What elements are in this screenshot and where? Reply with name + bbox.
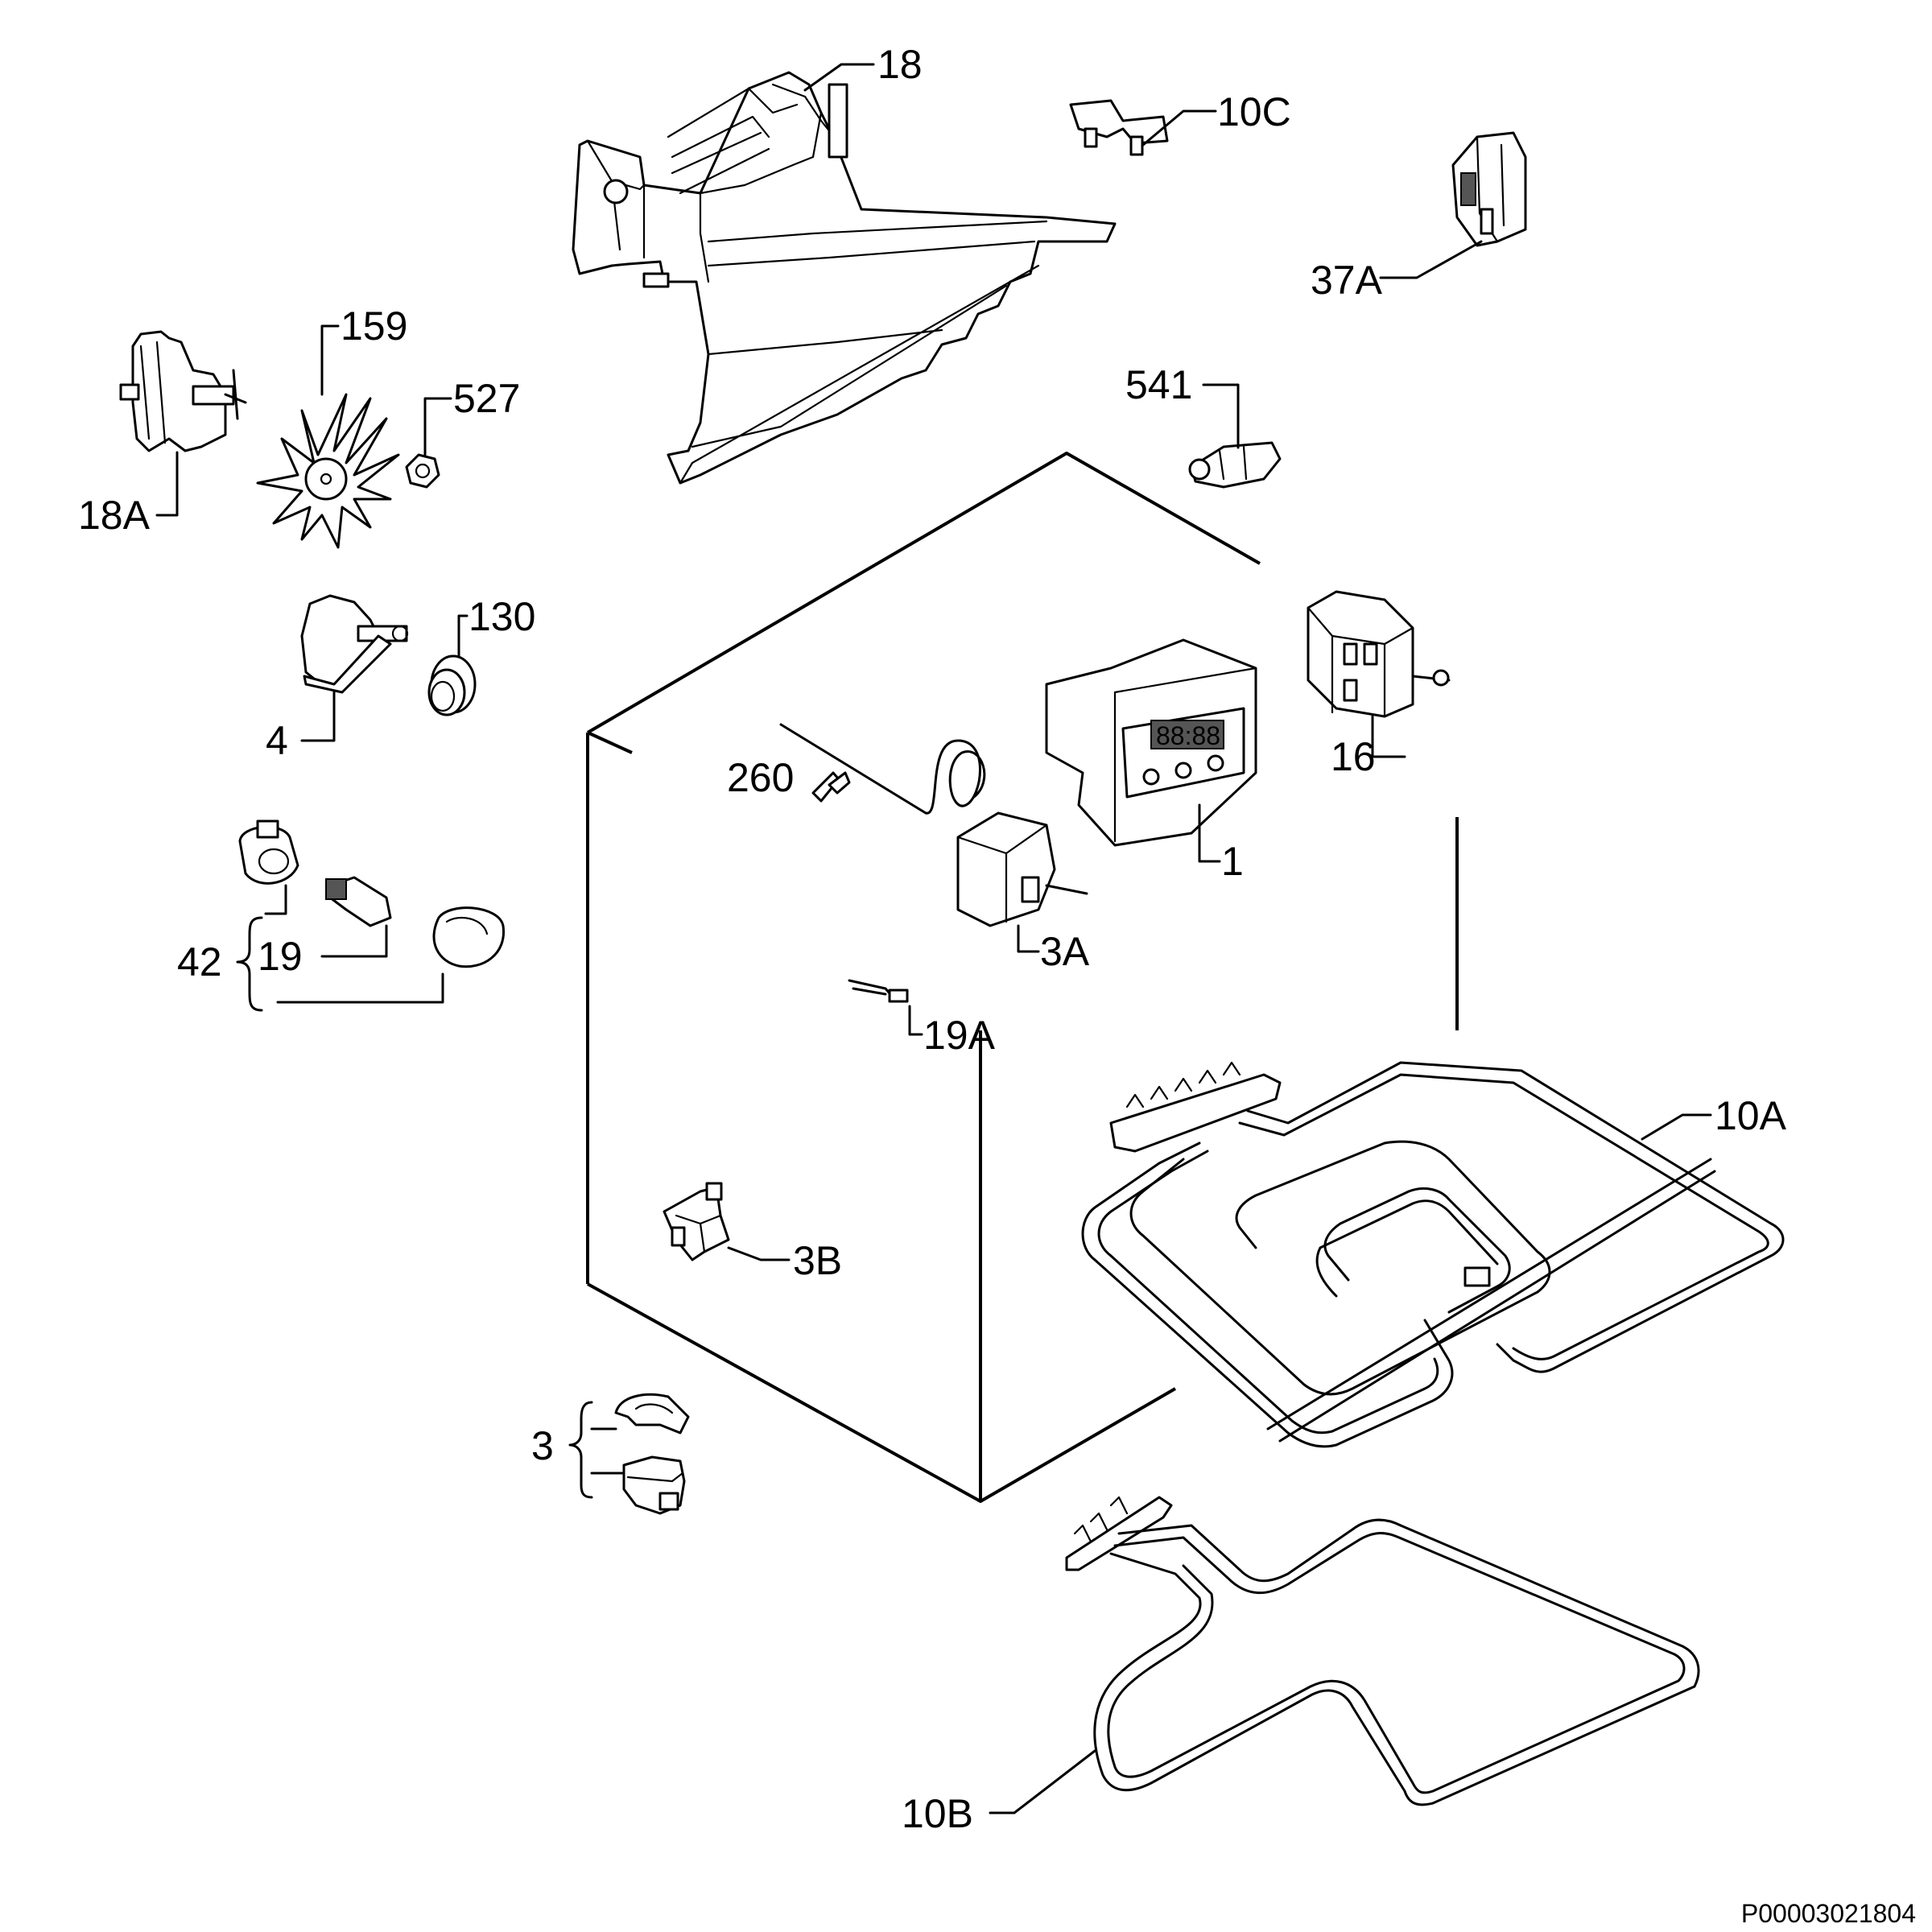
part-label-260: 260 <box>727 755 794 800</box>
part-3b-thermal-cutout: 3B <box>663 1182 842 1283</box>
part-label-541: 541 <box>1125 362 1192 407</box>
part-label-10c: 10C <box>1217 89 1291 134</box>
part-3a-thermostat: 3A <box>779 723 1090 974</box>
part-label-3: 3 <box>531 1423 554 1468</box>
oven-cavity <box>586 452 1459 1503</box>
part-label-1: 1 <box>1221 839 1244 884</box>
part-label-37a: 37A <box>1311 258 1383 303</box>
part-130-bushing: 130 <box>427 594 535 716</box>
part-527-nut: 527 <box>405 376 520 489</box>
part-159-fan-blade: 159 <box>256 303 407 549</box>
part-label-3b: 3B <box>793 1238 842 1283</box>
part-3-cutout-assembly: 3 <box>531 1393 690 1515</box>
label-18: 18 <box>803 42 923 92</box>
part-37a-switch: 37A <box>1311 131 1527 303</box>
part-label-130: 130 <box>469 594 535 639</box>
part-19a-sensor: 19A <box>848 979 996 1058</box>
part-label-19: 19 <box>258 934 303 979</box>
part-260-screw: 260 <box>727 755 851 803</box>
part-label-4: 4 <box>266 718 288 763</box>
part-label-10b: 10B <box>902 1791 973 1836</box>
part-label-159: 159 <box>341 303 407 349</box>
part-label-42: 42 <box>177 939 222 985</box>
part-label-18: 18 <box>877 42 923 87</box>
svg-text:88:88: 88:88 <box>1156 721 1220 750</box>
part-18a-fan-motor: 18A <box>78 330 247 538</box>
part-541-terminal-block: 541 <box>1125 362 1282 489</box>
part-label-16: 16 <box>1331 734 1376 779</box>
part-10a-grill-element: 10A <box>1081 1061 1787 1448</box>
part-4-motor: 4 <box>266 594 409 763</box>
part-label-3a: 3A <box>1040 929 1090 974</box>
part-16-selector-switch: 16 <box>1307 590 1451 779</box>
fan-duct-housing <box>572 71 1117 485</box>
part-1-electronic-timer: 88:88 1 <box>1045 638 1257 884</box>
part-10c-bracket: 10C <box>1069 89 1291 156</box>
part-label-19a: 19A <box>923 1013 996 1058</box>
part-label-18a: 18A <box>78 493 151 538</box>
part-42-lamp-assembly: 42 19 <box>177 819 506 1012</box>
part-label-10a: 10A <box>1715 1093 1787 1138</box>
diagram-reference-code: P00003021804 <box>1741 1899 1916 1928</box>
part-label-527: 527 <box>453 376 520 421</box>
part-10b-bottom-element: 10B <box>902 1496 1700 1836</box>
